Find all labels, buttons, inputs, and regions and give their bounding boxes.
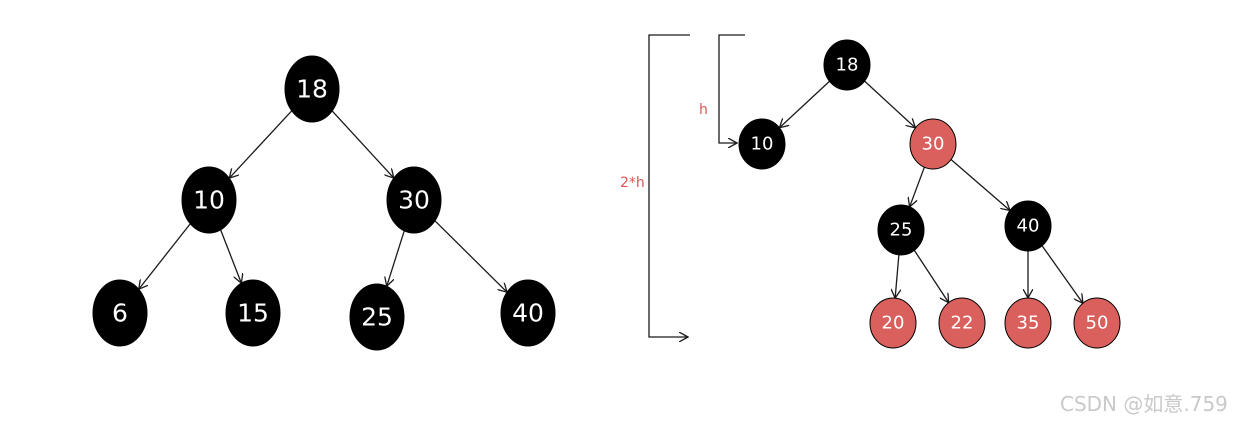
right_tree-node-circle [823,39,871,91]
right_tree-edge-r25-r20 [895,254,899,298]
right_tree-node-circle [869,297,917,349]
left_tree-edge-l18-l30 [331,110,394,178]
right_tree-node-35: 35 [1004,297,1052,349]
right_tree-node-label: 35 [1017,313,1040,334]
left_tree-node-circle [284,55,340,123]
right_tree-edge-r18-r10 [779,80,830,128]
watermark: CSDN @如意.759 [1060,392,1228,416]
right_tree-edge-r40-r50 [1041,245,1083,303]
left_tree-edge-l18-l10 [229,110,293,178]
right_tree-node-label: 25 [890,220,913,241]
right_tree-node-18: 18 [823,39,871,91]
left_tree-node-circle [225,279,281,347]
right_tree-node-label: 18 [836,55,859,76]
right_tree-edge-r30-r25 [910,166,925,207]
left_tree-node-25: 25 [349,283,405,351]
left_tree-node-circle [181,166,237,234]
left_tree-node-18: 18 [284,55,340,123]
left_tree-node-6: 6 [92,279,148,347]
left_tree-edge-l10-l15 [219,229,242,283]
left_tree-node-label: 6 [112,299,128,328]
right_tree-node-circle [738,118,786,170]
left_tree-node-10: 10 [181,166,237,234]
right_tree-node-label: 40 [1017,216,1040,237]
right_tree-node-circle [938,297,986,349]
right_tree-node-circle [1004,200,1052,252]
double-height-bracket [648,34,690,337]
right_tree-node-circle [1004,297,1052,349]
left_tree-node-circle [500,279,556,347]
right_tree-node-label: 50 [1086,313,1109,334]
double-height-label: 2*h [620,175,645,191]
right_tree-node-label: 22 [951,313,974,334]
left_tree-node-40: 40 [500,279,556,347]
left_tree-node-label: 40 [512,299,544,328]
right_tree-node-20: 20 [869,297,917,349]
right_tree-node-22: 22 [938,297,986,349]
height-bracket [718,34,745,143]
right_tree-node-10: 10 [738,118,786,170]
right_tree-edge-r18-r30 [864,80,916,128]
nodes-layer: 18 10 30 6 15 25 40 18 10 30 25 40 20 22 35 50 [92,39,1121,351]
left_tree-node-label: 15 [237,299,269,328]
right_tree-node-label: 20 [882,313,905,334]
left_tree-node-30: 30 [386,166,442,234]
left_tree-edge-l30-l40 [434,220,507,292]
right_tree-edge-r30-r40 [950,159,1010,211]
right_tree-node-circle [909,118,957,170]
left_tree-node-label: 25 [361,303,393,332]
left_tree-node-circle [92,279,148,347]
height-label: h [699,102,708,118]
left_tree-node-label: 30 [398,186,430,215]
right_tree-node-25: 25 [877,204,925,256]
right_tree-node-circle [877,204,925,256]
height-brackets: h 2*h [620,34,745,337]
right_tree-node-label: 30 [922,134,945,155]
right_tree-edge-r25-r22 [913,249,948,302]
right_tree-node-40: 40 [1004,200,1052,252]
edges-layer [139,80,1083,303]
left_tree-node-15: 15 [225,279,281,347]
left_tree-node-label: 10 [193,186,225,215]
right_tree-node-30: 30 [909,118,957,170]
right_tree-node-circle [1073,297,1121,349]
left_tree-node-circle [386,166,442,234]
left_tree-node-circle [349,283,405,351]
left_tree-edge-l10-l6 [139,223,191,289]
right_tree-node-label: 10 [751,134,774,155]
left_tree-node-label: 18 [296,75,328,104]
right_tree-node-50: 50 [1073,297,1121,349]
left_tree-edge-l30-l25 [387,230,405,286]
